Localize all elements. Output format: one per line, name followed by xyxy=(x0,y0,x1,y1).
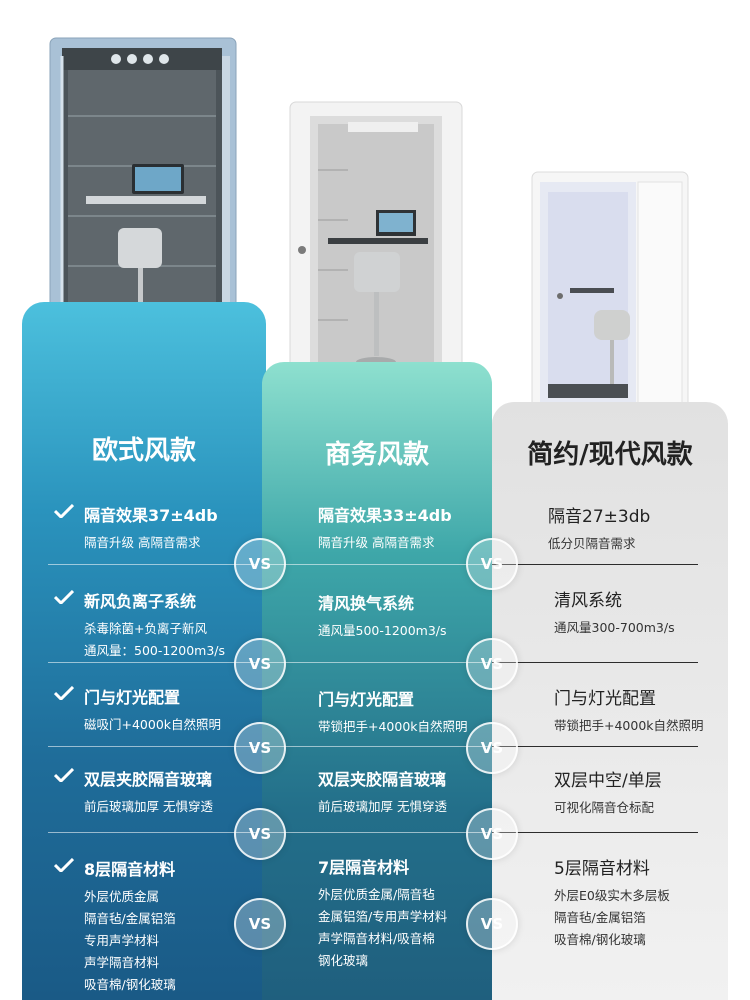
check-icon xyxy=(54,504,74,518)
vs-badge: VS xyxy=(234,638,286,690)
vs-badge: VS xyxy=(234,898,286,950)
row-divider xyxy=(262,662,488,663)
column-title: 商务风款 xyxy=(324,440,429,470)
vs-badge: VS xyxy=(234,722,286,774)
row-divider xyxy=(492,832,698,833)
vs-badge: VS xyxy=(466,898,518,950)
feature-ventilation: 新风负离子系统 杀毒除菌+负离子新风 通风量：500-1200m3/s xyxy=(54,588,225,662)
feature-materials: 5层隔音材料 外层E0级实木多层板 隔音毡/金属铝箔 吸音棉/钢化玻璃 xyxy=(554,859,670,947)
row-divider xyxy=(262,832,488,833)
column-title: 简约/现代风款 xyxy=(527,440,693,470)
feature-materials: 7层隔音材料 外层优质金属/隔音毡 金属铝箔/专用声学材料 声学隔音材料/吸音棉… xyxy=(318,858,448,968)
feature-ventilation: 清风换气系统 通风量500-1200m3/s xyxy=(318,594,447,638)
check-icon xyxy=(54,590,74,604)
feature-door-lighting: 门与灯光配置 磁吸门+4000k自然照明 xyxy=(54,684,221,736)
booth-business-illustration xyxy=(289,101,463,397)
feature-glass: 双层中空/单层 可视化隔音仓标配 xyxy=(554,771,662,815)
column-business: 商务风款 隔音效果33±4db 隔音升级 高隔音需求 清风换气系统 通风量500… xyxy=(262,362,492,1000)
feature-glass: 双层夹胶隔音玻璃 前后玻璃加厚 无惧穿透 xyxy=(54,766,213,818)
row-divider xyxy=(492,564,698,565)
row-divider xyxy=(48,746,258,747)
feature-soundproof: 隔音效果33±4db 隔音升级 高隔音需求 xyxy=(318,506,452,550)
feature-door-lighting: 门与灯光配置 带锁把手+4000k自然照明 xyxy=(318,690,468,734)
feature-soundproof: 隔音效果37±4db 隔音升级 高隔音需求 xyxy=(54,502,218,554)
check-icon xyxy=(54,768,74,782)
feature-ventilation: 清风系统 通风量300-700m3/s xyxy=(554,591,675,635)
row-divider xyxy=(48,662,258,663)
column-european: 欧式风款 隔音效果37±4db 隔音升级 高隔音需求 新风负离子系统 杀毒除菌+… xyxy=(22,302,266,1000)
feature-soundproof: 隔音27±3db 低分贝隔音需求 xyxy=(548,507,651,551)
row-divider xyxy=(48,832,258,833)
row-divider xyxy=(262,746,488,747)
row-divider xyxy=(48,564,258,565)
check-icon xyxy=(54,858,74,872)
vs-badge: VS xyxy=(466,808,518,860)
check-icon xyxy=(54,686,74,700)
vs-badge: VS xyxy=(466,638,518,690)
row-divider xyxy=(492,662,698,663)
booth-european-illustration xyxy=(49,37,237,383)
vs-badge: VS xyxy=(234,808,286,860)
feature-materials: 8层隔音材料 外层优质金属 隔音毡/金属铝箔 专用声学材料 声学隔音材料 吸音棉… xyxy=(54,856,176,996)
booth-modern-illustration xyxy=(531,171,689,417)
feature-door-lighting: 门与灯光配置 带锁把手+4000k自然照明 xyxy=(554,689,704,733)
row-divider xyxy=(492,746,698,747)
column-modern: 简约/现代风款 隔音27±3db 低分贝隔音需求 清风系统 通风量300-700… xyxy=(492,402,728,1000)
vs-badge: VS xyxy=(234,538,286,590)
vs-badge: VS xyxy=(466,722,518,774)
row-divider xyxy=(262,564,488,565)
vs-badge: VS xyxy=(466,538,518,590)
column-title: 欧式风款 xyxy=(91,436,196,466)
feature-glass: 双层夹胶隔音玻璃 前后玻璃加厚 无惧穿透 xyxy=(318,770,447,814)
